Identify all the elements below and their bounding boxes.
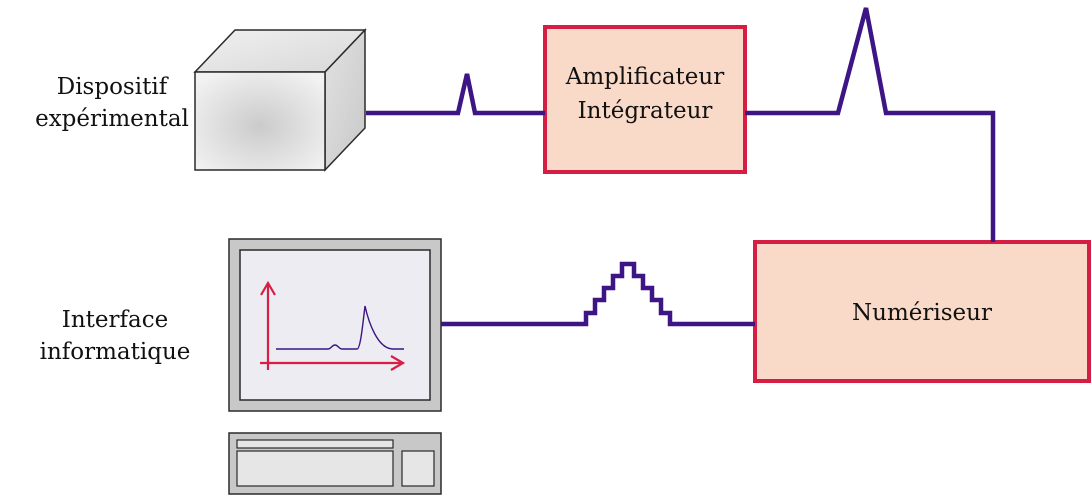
amplifier-integrator-box xyxy=(543,25,747,174)
experimental-device-cube xyxy=(193,28,367,172)
keyboard-top-key-row xyxy=(236,439,394,449)
experimental-device-label: Dispositif expérimental xyxy=(22,71,202,135)
wire-digitizer-to-computer xyxy=(441,261,755,327)
keyboard-numpad xyxy=(401,450,435,487)
computer-monitor xyxy=(228,238,442,412)
computer-interface-label-line2: informatique xyxy=(39,339,191,365)
amplifier-integrator-label: Amplificateur Intégrateur xyxy=(545,60,745,128)
experimental-device-label-line2: expérimental xyxy=(35,106,189,132)
digitizer-box xyxy=(753,240,1091,383)
digitizer-label: Numériseur xyxy=(852,300,992,326)
wire-device-to-amplifier xyxy=(366,73,545,116)
plot-x-arrowhead xyxy=(390,355,406,371)
experimental-device-label-line1: Dispositif xyxy=(56,74,168,100)
keyboard-main-keys xyxy=(236,450,394,487)
cube-front-face xyxy=(194,71,326,171)
computer-interface-label: Interface informatique xyxy=(30,304,200,368)
wire-amplifier-to-digitizer xyxy=(745,7,996,242)
plot-y-arrowhead xyxy=(260,280,276,296)
monitor-plot xyxy=(260,280,406,371)
computer-interface-label-line1: Interface xyxy=(61,307,169,333)
amplifier-label-line1: Amplificateur xyxy=(565,64,725,90)
amplifier-label-line2: Intégrateur xyxy=(577,98,713,124)
monitor-screen xyxy=(239,249,431,401)
plot-signal-trace xyxy=(276,305,404,350)
keyboard xyxy=(228,432,442,495)
